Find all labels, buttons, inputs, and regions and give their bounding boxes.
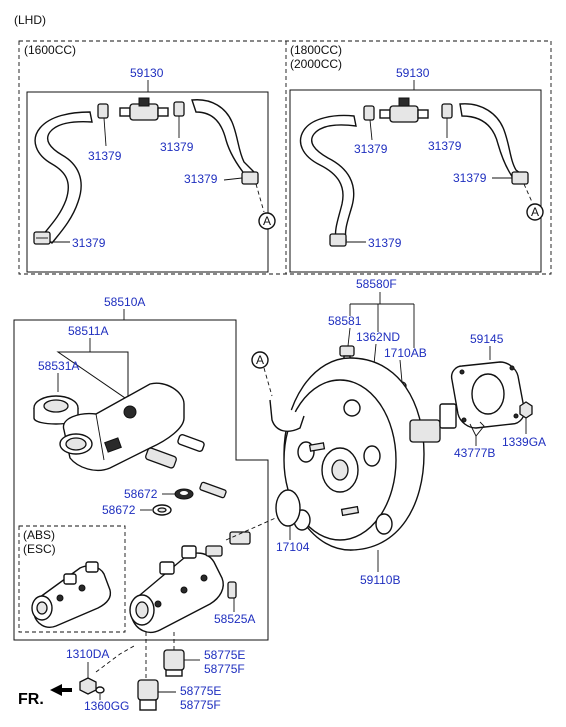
clamp-icon-1600-right bbox=[241, 171, 259, 185]
reservoir-cap-icon bbox=[33, 395, 79, 425]
clamp-icon-1600-b bbox=[173, 101, 185, 117]
cylinder-pin-label: 58525A bbox=[214, 612, 255, 626]
esc-label: (ESC) bbox=[23, 542, 56, 556]
nut-a-label: 1710AB bbox=[384, 346, 427, 360]
gasket-label: 59145 bbox=[470, 332, 504, 346]
nut-b-icon bbox=[519, 401, 533, 419]
abs-master-cylinder-icon bbox=[31, 561, 112, 628]
clamp-label-1800-c: 31379 bbox=[453, 171, 487, 185]
hose-assembly-label-1800: 59130 bbox=[396, 66, 430, 80]
plug-top-label-2: 58775F bbox=[204, 662, 245, 676]
booster-kit-label: 58580F bbox=[356, 277, 397, 291]
engine-group-2-label-b: (2000CC) bbox=[290, 57, 342, 71]
bolt-label: 1310DA bbox=[66, 647, 109, 661]
o-ring-icon bbox=[275, 489, 301, 527]
clamp-label-1800-a: 31379 bbox=[354, 142, 388, 156]
reservoir-label: 58511A bbox=[68, 324, 108, 338]
check-valve-icon-1600 bbox=[119, 97, 169, 121]
hose-assembly-label-1600: 59130 bbox=[130, 66, 164, 80]
engine-variants-frame bbox=[18, 40, 552, 275]
connector-a-booster-label: A bbox=[256, 353, 264, 367]
engine-group-2-label-a: (1800CC) bbox=[290, 43, 342, 57]
plug-bottom-label-1: 58775E bbox=[180, 684, 221, 698]
hose-assembly-frame-1600 bbox=[26, 91, 269, 273]
connector-a-1600 bbox=[258, 212, 276, 230]
washer-label: 1360GG bbox=[84, 699, 129, 713]
clevis-pin-label: 43777B bbox=[454, 446, 495, 460]
abs-esc-box bbox=[18, 525, 126, 633]
engine-group-1-label: (1600CC) bbox=[24, 43, 76, 57]
washer-icon bbox=[95, 686, 105, 694]
connector-a-1800-label: A bbox=[531, 205, 539, 219]
grommet-label: 1362ND bbox=[356, 330, 400, 344]
connector-a-1800 bbox=[526, 203, 544, 221]
reservoir-cap-label: 58531A bbox=[38, 359, 79, 373]
clevis-pin-icon bbox=[469, 421, 485, 437]
bolt-icon bbox=[79, 677, 97, 695]
clamp-icon-1800-a bbox=[363, 105, 375, 121]
booster-label: 59110B bbox=[360, 573, 400, 587]
brake-booster-icon bbox=[269, 357, 457, 551]
plug-bottom-icon bbox=[137, 679, 159, 711]
bolt-pin-icon bbox=[199, 481, 227, 499]
o-ring-label: 17104 bbox=[276, 540, 310, 554]
master-cylinder-frame bbox=[13, 319, 269, 641]
plug-top-label-1: 58775E bbox=[204, 648, 245, 662]
connector-a-1600-label: A bbox=[263, 214, 271, 228]
cylinder-nozzle-icon bbox=[145, 434, 205, 469]
hose-group-1600: 59130 A 31379 31379 bbox=[26, 66, 276, 273]
master-cylinder-icon bbox=[129, 545, 224, 634]
piston-rod-icon bbox=[205, 515, 281, 557]
master-cylinder-assy-label: 58510A bbox=[104, 295, 145, 309]
seal-ring-bottom-icon bbox=[152, 504, 172, 516]
left-hose-1600 bbox=[34, 111, 93, 244]
check-valve-icon-1800 bbox=[379, 97, 429, 123]
lhd-label: (LHD) bbox=[14, 13, 46, 27]
seal-ring-top-icon bbox=[174, 488, 194, 500]
hose-group-1800-2000: 59130 A 31379 31379 31379 31 bbox=[289, 66, 544, 273]
seal-ring-top-label: 58672 bbox=[124, 487, 158, 501]
right-hose-1600 bbox=[191, 99, 256, 177]
clamp-label-1600-a: 31379 bbox=[88, 149, 122, 163]
reservoir-icon bbox=[59, 382, 185, 472]
clamp-label-1800-d: 31379 bbox=[368, 236, 402, 250]
gasket-icon bbox=[450, 361, 526, 429]
seal-ring-bottom-label: 58672 bbox=[102, 503, 136, 517]
abs-label: (ABS) bbox=[23, 528, 55, 542]
clamp-icon-1800-right bbox=[511, 171, 529, 185]
hose-assembly-frame-1800 bbox=[289, 89, 542, 273]
clamp-label-1600-b: 31379 bbox=[160, 140, 194, 154]
clamp-icon-1800-bottom bbox=[329, 233, 347, 247]
check-valve-label: 58581 bbox=[328, 314, 362, 328]
plug-top-icon bbox=[163, 649, 185, 677]
clamp-icon-1600-bottom bbox=[33, 231, 51, 245]
front-arrow-icon bbox=[50, 684, 72, 696]
plug-bottom-label-2: 58775F bbox=[180, 698, 221, 712]
clamp-label-1600-d: 31379 bbox=[72, 236, 106, 250]
clamp-label-1800-b: 31379 bbox=[428, 139, 462, 153]
nut-b-label: 1339GA bbox=[502, 435, 546, 449]
clamp-icon-1600-a bbox=[97, 103, 109, 119]
clamp-icon-1800-b bbox=[441, 103, 453, 119]
front-direction-label: FR. bbox=[18, 691, 44, 708]
clamp-label-1600-c: 31379 bbox=[184, 172, 218, 186]
left-hose-1800 bbox=[299, 114, 357, 241]
cylinder-pin-icon bbox=[227, 581, 237, 599]
connector-a-booster bbox=[251, 351, 269, 369]
